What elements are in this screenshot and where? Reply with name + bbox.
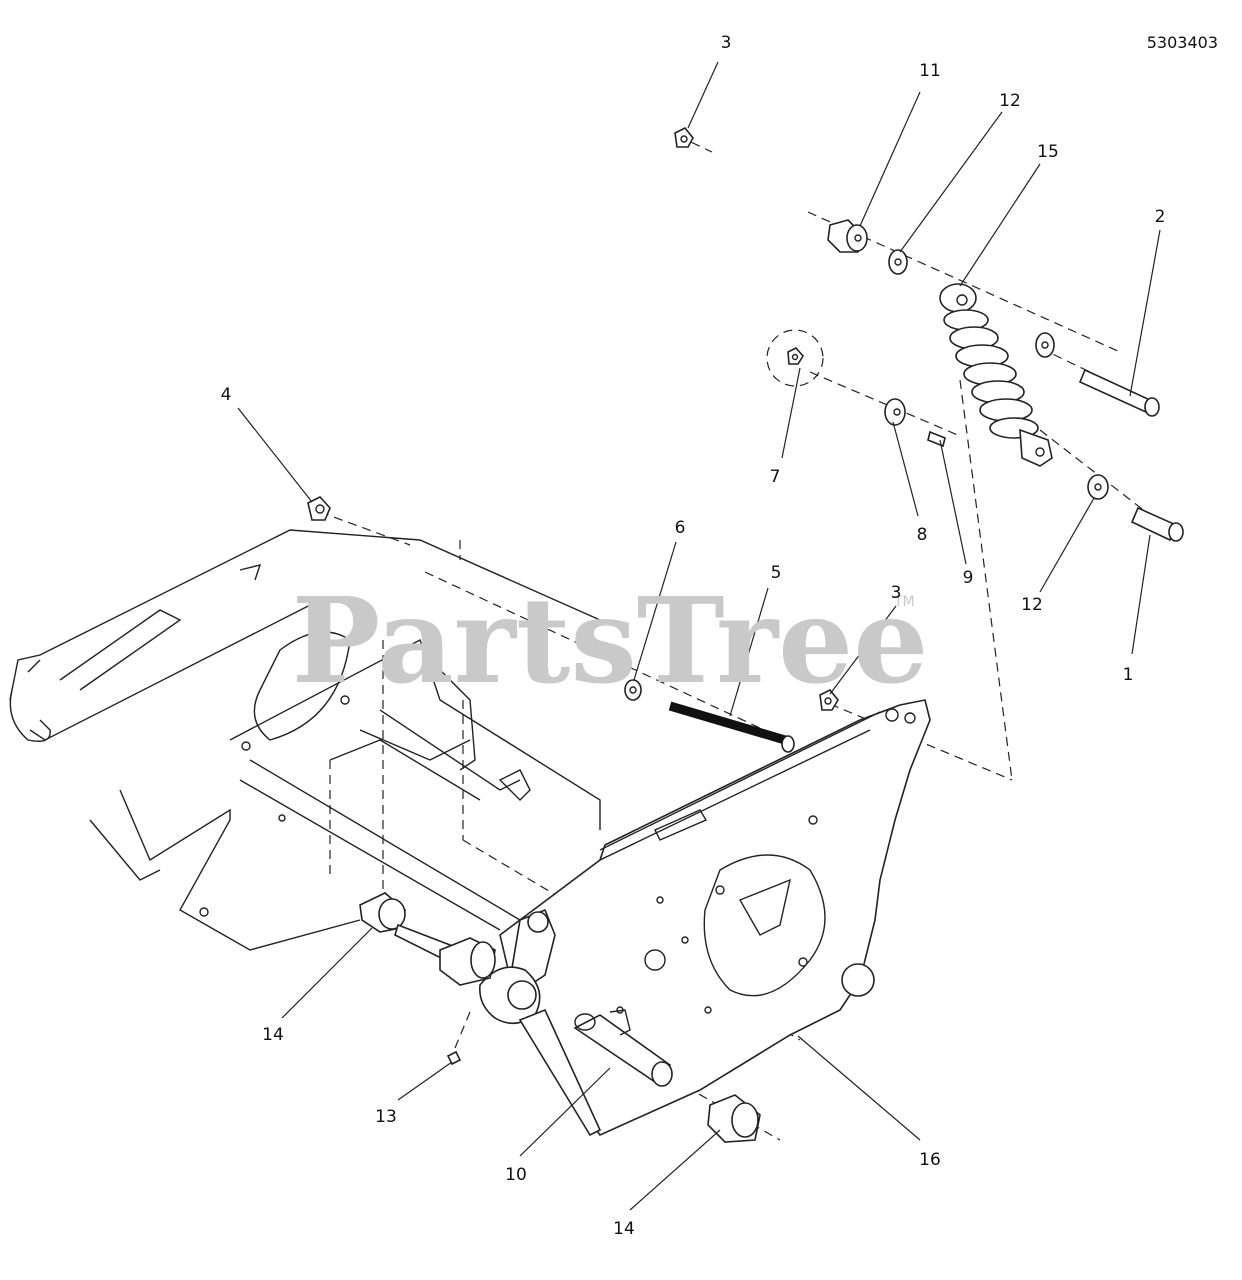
callout-12-upper: 12 xyxy=(999,91,1021,111)
watermark-text: PartsTree xyxy=(292,571,929,710)
callout-5: 5 xyxy=(771,563,782,583)
callout-2: 2 xyxy=(1155,207,1166,227)
callout-14-upper: 14 xyxy=(262,1025,284,1045)
callout-16: 16 xyxy=(919,1150,941,1170)
watermark-trademark: TM xyxy=(893,594,915,610)
washer-part-12-upper xyxy=(888,249,908,275)
pivot-linkage xyxy=(478,908,602,1137)
callout-11: 11 xyxy=(919,61,941,81)
diagram-reference-number: 5303403 xyxy=(1147,33,1218,52)
linkage-rod xyxy=(439,937,496,986)
nut-part-4 xyxy=(307,496,331,521)
bushing-part-14-upper xyxy=(359,892,452,962)
callout-13: 13 xyxy=(375,1107,397,1127)
washer-part-6 xyxy=(624,679,642,701)
callout-15: 15 xyxy=(1037,142,1059,162)
bushing-part-14-lower xyxy=(707,1094,761,1143)
callout-9: 9 xyxy=(963,568,974,588)
callout-7: 7 xyxy=(770,467,781,487)
nut-part-3-lower xyxy=(819,688,839,711)
chassis-frame xyxy=(9,529,601,951)
bolt-part-1 xyxy=(1130,506,1184,542)
washer-part-12-lower xyxy=(1087,474,1109,500)
callout-14-lower: 14 xyxy=(613,1219,635,1239)
callout-3-lower: 3 xyxy=(891,583,902,603)
callout-4: 4 xyxy=(221,385,232,405)
callout-leader-lines xyxy=(237,61,1161,1211)
bolt-part-2 xyxy=(1078,368,1160,417)
clip-part-13 xyxy=(446,1050,462,1066)
pin-part-10 xyxy=(573,1009,673,1087)
nut-part-3-upper xyxy=(674,126,694,148)
callout-6: 6 xyxy=(675,518,686,538)
callout-8: 8 xyxy=(917,525,928,545)
callout-3-upper: 3 xyxy=(721,33,732,53)
screw-part-9 xyxy=(927,430,946,448)
nut-part-7 xyxy=(766,329,824,387)
callout-10: 10 xyxy=(505,1165,527,1185)
callout-labels: 3 11 12 15 2 4 7 8 9 12 1 6 5 3 14 13 10… xyxy=(221,33,1166,1239)
washer-shock-side xyxy=(1035,332,1055,358)
callout-12-lower: 12 xyxy=(1021,595,1043,615)
spacer-part-11 xyxy=(827,219,868,253)
threaded-rod-part-5 xyxy=(668,701,795,753)
callout-1: 1 xyxy=(1123,665,1134,685)
washer-part-8 xyxy=(884,398,906,426)
shock-absorber-part-15 xyxy=(939,283,1053,467)
